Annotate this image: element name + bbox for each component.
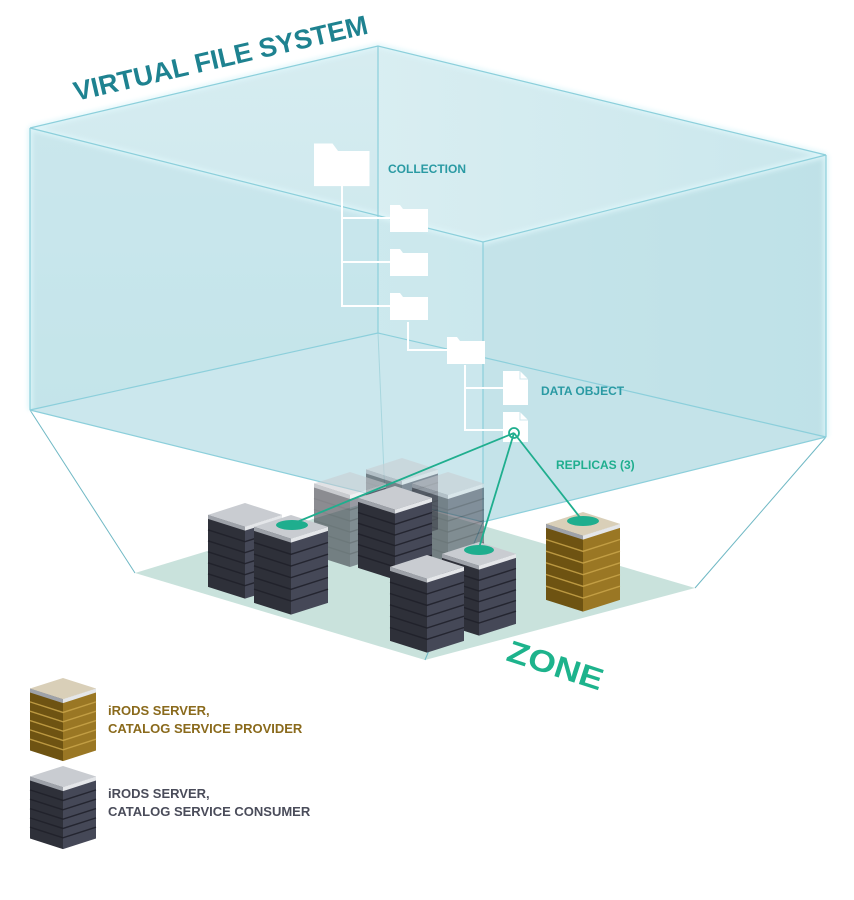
replicas-label: REPLICAS (3) — [556, 458, 635, 472]
replica-marker — [276, 520, 308, 530]
server-icon — [29, 766, 97, 850]
legend-consumer-text: iRODS SERVER, CATALOG SERVICE CONSUMER — [108, 785, 310, 821]
legend — [29, 678, 97, 850]
zone-label: ZONE — [503, 635, 608, 698]
replica-origin-marker — [508, 427, 520, 439]
replica-links — [291, 432, 583, 549]
file-icon — [503, 371, 528, 405]
legend-provider-line1: iRODS SERVER, — [108, 703, 210, 718]
folder-icon — [390, 293, 428, 320]
folder-icon — [390, 249, 428, 276]
provider-server-icon — [29, 678, 97, 762]
virtual-file-system-box — [27, 43, 829, 523]
legend-provider-text: iRODS SERVER, CATALOG SERVICE PROVIDER — [108, 702, 302, 738]
server-icon — [389, 555, 465, 653]
folder-icon — [390, 205, 428, 232]
replica-marker — [464, 545, 494, 555]
folder-icon — [314, 143, 370, 187]
provider-server-icon — [545, 512, 621, 612]
legend-provider-line2: CATALOG SERVICE PROVIDER — [108, 721, 303, 736]
legend-consumer-line1: iRODS SERVER, — [108, 786, 210, 801]
folder-icon — [447, 337, 485, 364]
collection-tree-lines — [341, 186, 503, 431]
collection-label: COLLECTION — [388, 162, 466, 176]
replica-marker — [567, 516, 599, 526]
legend-consumer-line2: CATALOG SERVICE CONSUMER — [108, 804, 311, 819]
data-object-label: DATA OBJECT — [541, 384, 625, 398]
